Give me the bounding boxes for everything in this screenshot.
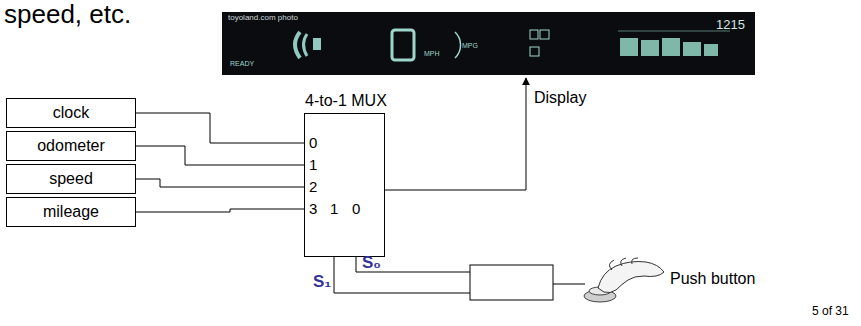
pin-number: 2	[309, 178, 317, 195]
signal-source-box: clock	[6, 98, 136, 128]
display-readout: MPH	[424, 50, 440, 58]
slide-text: speed, etc.	[4, 0, 131, 30]
device-label: Push button	[670, 270, 755, 288]
pin-number: 0	[352, 200, 360, 217]
signal-name: S₀	[362, 253, 381, 273]
mux-output-wire	[385, 78, 526, 190]
signal-wire	[136, 146, 304, 165]
output-label: Display	[534, 89, 586, 107]
box-label: odometer	[37, 137, 105, 155]
pin-number: 1	[309, 156, 317, 173]
signal-wire	[136, 179, 304, 187]
signal-source-box: speed	[6, 164, 136, 194]
display-readout: READY	[230, 60, 254, 68]
signal-source-box: odometer	[6, 131, 136, 161]
display-readout: MPG	[462, 42, 478, 50]
box-label: mileage	[43, 203, 99, 221]
encoder-box	[470, 265, 553, 300]
push-button-hand	[584, 258, 664, 302]
signal-source-box: mileage	[6, 197, 136, 227]
pin-number: 3	[309, 200, 317, 217]
display-readout: 1215	[716, 18, 745, 33]
photo-credit: toyoland.com photo	[228, 13, 298, 22]
pin-number: 1	[330, 200, 338, 217]
pin-number: 0	[309, 134, 317, 151]
signal-name: S₁	[313, 272, 331, 292]
signal-wire	[136, 113, 304, 143]
box-label: clock	[53, 104, 89, 122]
signal-wire	[136, 209, 304, 212]
box-label: speed	[49, 170, 93, 188]
mux-heading: 4-to-1 MUX	[305, 92, 387, 110]
display-photo	[222, 12, 755, 75]
page-number: 5 of 31	[812, 305, 849, 319]
